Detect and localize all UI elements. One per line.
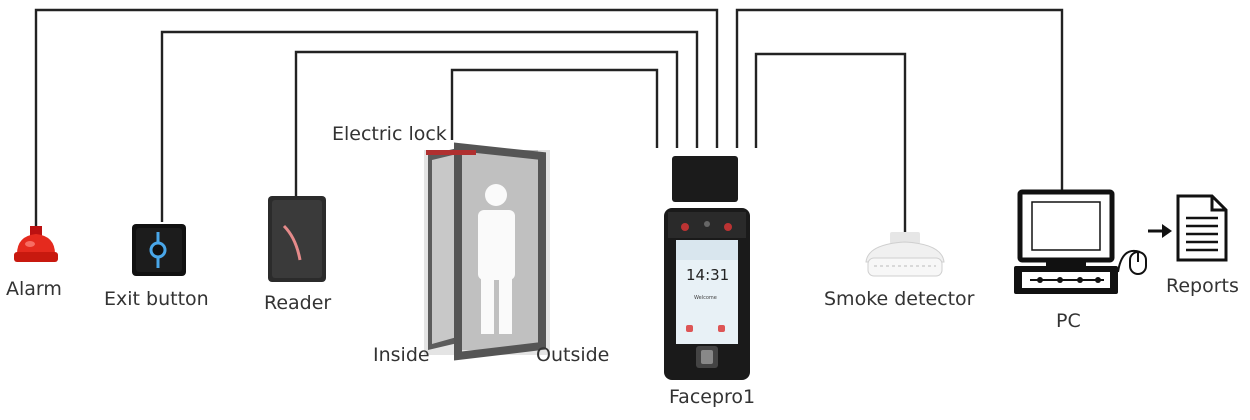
label-smoke-detector: Smoke detector xyxy=(824,288,975,310)
label-outside: Outside xyxy=(536,344,610,366)
label-reports: Reports xyxy=(1166,275,1239,297)
label-reader: Reader xyxy=(264,292,332,314)
person-silhouette xyxy=(478,184,515,334)
wire-exit-button xyxy=(160,30,699,222)
wire-alarm xyxy=(34,8,719,228)
report-document-icon xyxy=(1176,194,1228,262)
label-electric-lock: Electric lock xyxy=(332,123,447,145)
arrow-right-icon xyxy=(1148,224,1172,238)
label-alarm: Alarm xyxy=(6,278,62,300)
computer-icon xyxy=(1014,189,1118,294)
smoke-detector-icon xyxy=(865,232,945,277)
terminal-screen-greeting: Welcome xyxy=(694,295,717,301)
terminal-screen-time: 14:31 xyxy=(686,266,730,284)
label-pc: PC xyxy=(1056,310,1081,332)
exit-button-icon xyxy=(132,224,186,276)
door-icon xyxy=(424,142,550,361)
face-recognition-terminal xyxy=(664,156,750,380)
card-reader-icon xyxy=(268,196,326,282)
wire-electric-lock xyxy=(450,68,659,148)
alarm-icon xyxy=(14,226,58,262)
wire-reader xyxy=(294,50,679,197)
label-inside: Inside xyxy=(373,344,430,366)
wiring-lines xyxy=(34,8,1064,232)
wire-pc xyxy=(735,8,1064,190)
mouse-icon xyxy=(1117,250,1147,275)
wire-smoke-detector xyxy=(754,52,907,232)
label-terminal: Facepro1 xyxy=(669,386,756,408)
label-exit-button: Exit button xyxy=(104,288,209,310)
